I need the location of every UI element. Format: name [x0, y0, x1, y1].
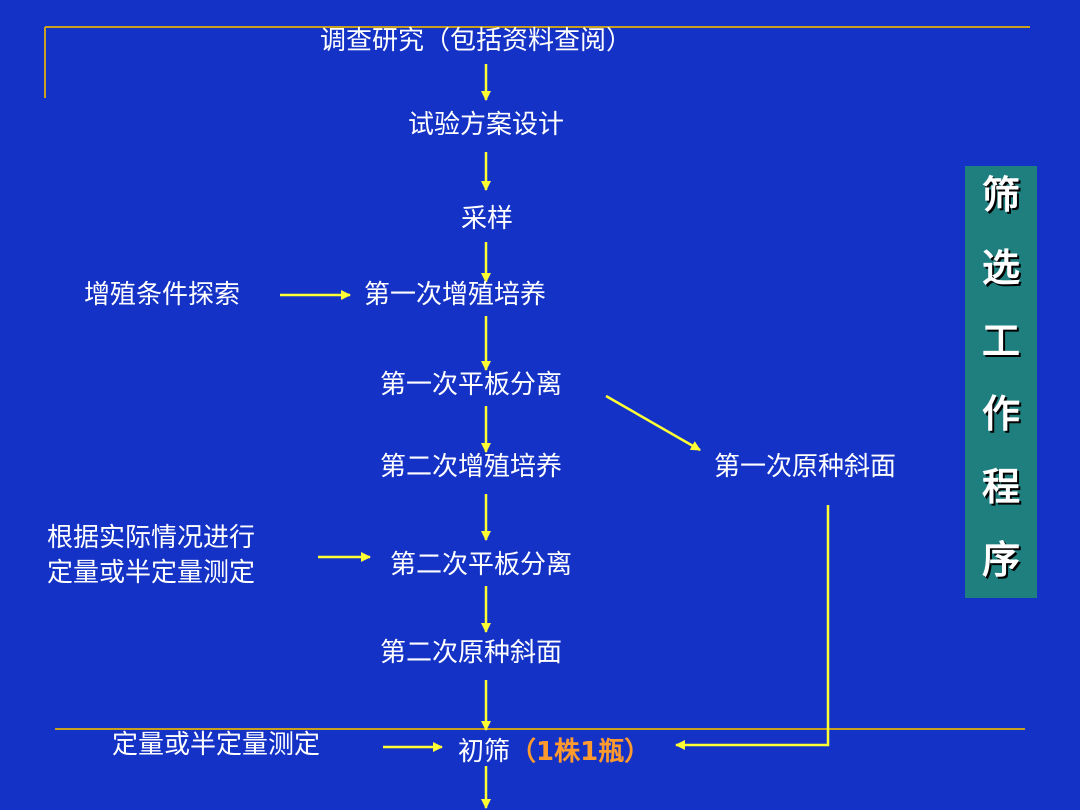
sidebar-char: 作 — [981, 392, 1020, 436]
sidebar-char: 选 — [981, 246, 1020, 290]
sidebar-char: 筛 — [981, 173, 1020, 217]
primary-screen-note: （1株1瓶） — [510, 737, 651, 767]
step-slant1: 第一次原种斜面 — [714, 452, 897, 482]
sidebar-char: 程 — [981, 465, 1020, 509]
primary-screen-label: 初筛 — [458, 737, 511, 767]
side-measure: 定量或半定量测定 — [112, 730, 321, 760]
step-design: 试验方案设计 — [408, 110, 565, 140]
step-plate2: 第二次平板分离 — [390, 550, 573, 580]
sidebar-char: 工 — [981, 319, 1020, 363]
side-enrich-conditions: 增殖条件探索 — [84, 280, 241, 310]
step-plate1: 第一次平板分离 — [380, 370, 563, 400]
step-research: 调查研究（包括资料查阅） — [320, 26, 633, 56]
arrow-plate1-to-slant1 — [605, 394, 701, 452]
sidebar-title-box: 筛 选 工 作 程 序 — [965, 166, 1037, 598]
step-enrich1: 第一次增殖培养 — [364, 280, 547, 310]
step-enrich2: 第二次增殖培养 — [380, 452, 563, 482]
side-measure-by-situation: 根据实际情况进行定量或半定量测定 — [47, 523, 256, 588]
step-slant2: 第二次原种斜面 — [380, 638, 563, 668]
step-primary-screen: 初筛（1株1瓶） — [458, 735, 650, 769]
sidebar-char: 序 — [981, 538, 1020, 582]
step-sampling: 采样 — [461, 204, 514, 234]
arrow-slant1-to-screen — [675, 505, 830, 750]
